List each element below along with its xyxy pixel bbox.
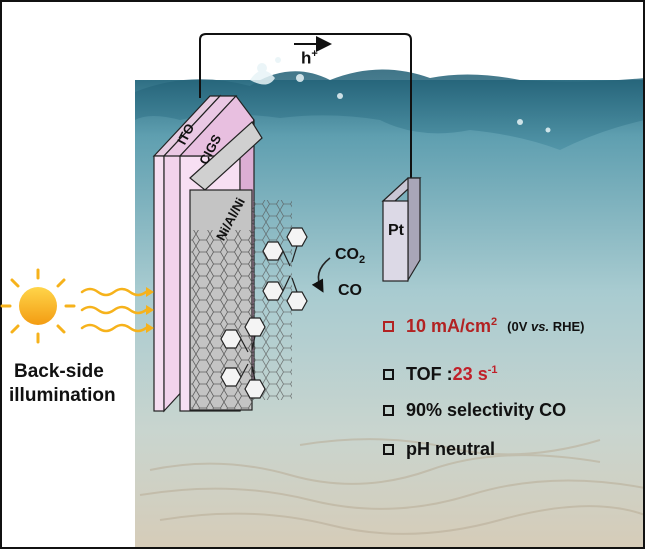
tof-label: TOF : [406,363,453,384]
reaction-arrow [311,257,331,293]
bullet-ph: pH neutral [383,436,495,462]
wave-crest [135,69,645,150]
light-ray-heads [146,287,154,333]
co2-label: CO2 [335,246,366,267]
bullet-box [383,368,394,380]
light-rays [80,287,148,333]
electrode-ni-al-ni-layer [189,121,263,411]
cobalt-complex-lower [220,317,266,399]
ph-text: pH neutral [406,438,496,459]
bullet-tof: TOF : 23 s-1 [383,361,498,387]
bullet-box [383,443,394,455]
current-density-text: 10 mA/cm2 [406,315,498,336]
current-density-condition: (0V vs. RHE) [507,318,585,334]
cobalt-complex-upper [262,227,308,311]
pt-label: Pt [388,222,404,239]
tof-value: 23 s-1 [452,363,498,384]
pt-electrode [381,177,422,283]
co-label: CO [338,282,362,299]
sun-icon [0,268,76,344]
bullet-selectivity: 90% selectivity CO [383,397,566,423]
bullet-box [383,320,394,332]
illumination-label-line2: illumination [9,385,116,406]
selectivity-text: 90% selectivity CO [406,399,567,420]
water-splash [250,57,551,133]
bullet-current-density: 10 mA/cm2 (0V vs. RHE) [383,313,584,339]
bullet-box [383,404,394,416]
circuit-wire [199,33,412,178]
illumination-label-line1: Back-side [14,361,104,382]
sand-ripples [139,438,645,535]
hole-label: h+ [301,48,318,68]
